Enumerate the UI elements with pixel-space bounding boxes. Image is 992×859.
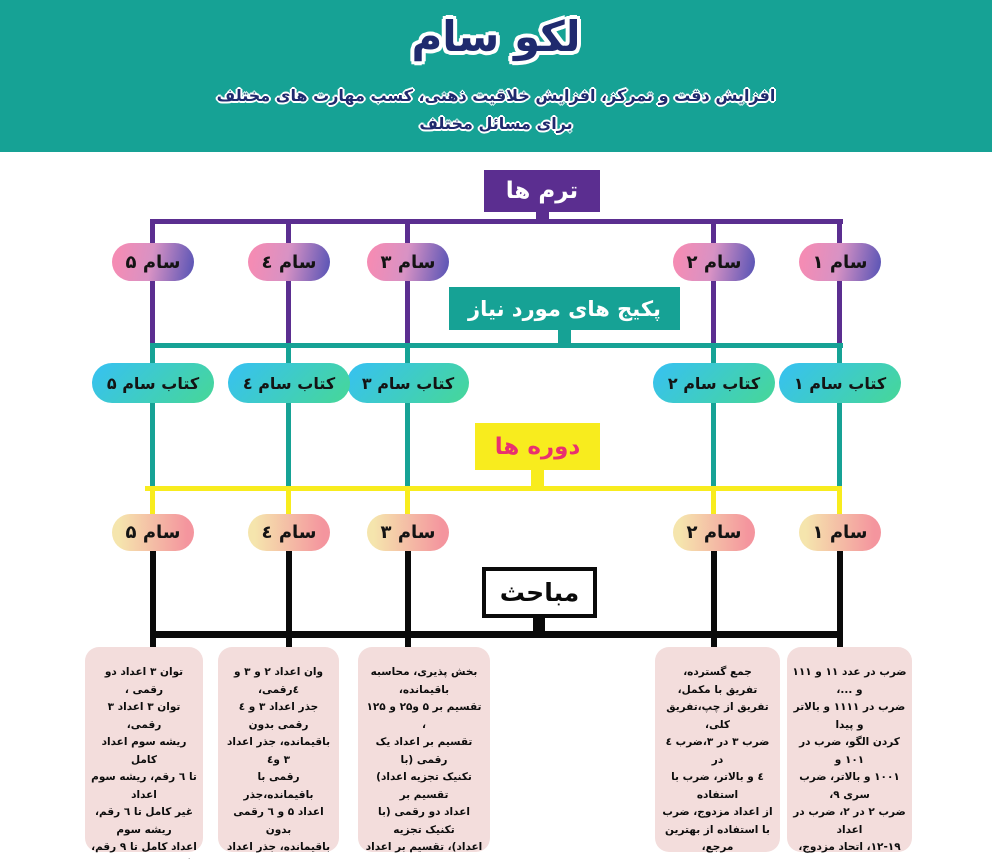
term-pill-sam4: سام ٤ bbox=[248, 243, 330, 281]
topic-card-sam4: وان اعداد ۲ و ۳ و ٤رقمی، جذر اعداد ۳ و ٤… bbox=[218, 647, 339, 859]
topics-section-label: مباحث bbox=[482, 567, 597, 618]
topic-card-sam4-text: وان اعداد ۲ و ۳ و ٤رقمی، جذر اعداد ۳ و ٤… bbox=[226, 666, 331, 859]
courses-branch-line-sam2 bbox=[711, 489, 716, 516]
terms-label-stub-line bbox=[536, 210, 549, 221]
terms-section-label: ترم ها bbox=[484, 170, 600, 212]
packages-branch-line-book1 bbox=[837, 346, 842, 490]
terms-branch-line-sam4 bbox=[286, 222, 291, 345]
book-pill-sam3: کتاب سام ۳ bbox=[347, 363, 469, 403]
topics-branch-line-sam1 bbox=[837, 551, 843, 652]
topics-branch-line-sam4 bbox=[286, 551, 292, 652]
courses-branch-line-sam1 bbox=[837, 489, 842, 516]
book-pill-sam4: کتاب سام ٤ bbox=[228, 363, 350, 403]
terms-branch-line-sam2 bbox=[711, 222, 716, 345]
courses-branch-line-sam5 bbox=[150, 489, 155, 516]
course-pill-sam5: سام ۵ bbox=[112, 514, 194, 551]
topic-card-sam2-text: جمع گسترده، تفریق با مکمل، تفریق از چپ،ت… bbox=[662, 666, 773, 859]
courses-label-stub-line bbox=[531, 469, 544, 488]
terms-branch-line-sam5 bbox=[150, 222, 155, 345]
page-title: لکو سام bbox=[411, 12, 581, 61]
course-pill-sam1: سام ۱ bbox=[799, 514, 881, 551]
topics-label-stub-line bbox=[533, 616, 545, 633]
term-pill-sam2: سام ۲ bbox=[673, 243, 755, 281]
topic-card-sam1: ضرب در عدد ۱۱ و ۱۱۱ و ...، ضرب در ۱۱۱۱ و… bbox=[787, 647, 912, 859]
header-banner: لکو سام افزایش دقت و تمرکز، افزایش خلاقی… bbox=[0, 0, 992, 152]
topics-branch-line-sam2 bbox=[711, 551, 717, 652]
topics-trunk-line bbox=[155, 631, 843, 638]
packages-section-label: پکیج های مورد نیاز bbox=[449, 287, 680, 330]
packages-branch-line-book3 bbox=[405, 346, 410, 490]
terms-branch-line-sam3 bbox=[405, 222, 410, 345]
course-pill-sam2: سام ۲ bbox=[673, 514, 755, 551]
book-pill-sam5: کتاب سام ۵ bbox=[92, 363, 214, 403]
courses-branch-line-sam4 bbox=[286, 489, 291, 516]
topic-card-sam5-text: توان ۳ اعداد دو رقمی ، توان ۳ اعداد ۳ رق… bbox=[91, 666, 197, 859]
course-pill-sam4: سام ٤ bbox=[248, 514, 330, 551]
courses-branch-line-sam3 bbox=[405, 489, 410, 516]
term-pill-sam3: سام ۳ bbox=[367, 243, 449, 281]
terms-trunk-line bbox=[150, 219, 843, 224]
packages-branch-line-book4 bbox=[286, 346, 291, 490]
topic-card-sam2: جمع گسترده، تفریق با مکمل، تفریق از چپ،ت… bbox=[655, 647, 780, 859]
packages-trunk-line bbox=[150, 343, 843, 348]
book-pill-sam1: کتاب سام ۱ bbox=[779, 363, 901, 403]
header-subtitle-line2: برای مسائل مختلف bbox=[419, 114, 573, 133]
courses-section-label: دوره ها bbox=[475, 423, 600, 470]
topics-branch-line-sam3 bbox=[405, 551, 411, 652]
topic-card-sam5: توان ۳ اعداد دو رقمی ، توان ۳ اعداد ۳ رق… bbox=[85, 647, 203, 859]
packages-branch-line-book2 bbox=[711, 346, 716, 490]
courses-trunk-line bbox=[145, 486, 842, 491]
topic-card-sam3-text: بخش پذیری، محاسبه باقیمانده، تقسیم بر ۵ … bbox=[365, 666, 483, 859]
packages-branch-line-book5 bbox=[150, 346, 155, 490]
course-pill-sam3: سام ۳ bbox=[367, 514, 449, 551]
book-pill-sam2: کتاب سام ۲ bbox=[653, 363, 775, 403]
term-pill-sam1: سام ۱ bbox=[799, 243, 881, 281]
topics-branch-line-sam5 bbox=[150, 551, 156, 652]
term-pill-sam5: سام ۵ bbox=[112, 243, 194, 281]
header-subtitle-line1: افزایش دقت و تمرکز، افزایش خلاقیت ذهنی، … bbox=[216, 86, 776, 105]
topic-card-sam3: بخش پذیری، محاسبه باقیمانده، تقسیم بر ۵ … bbox=[358, 647, 490, 859]
topic-card-sam1-text: ضرب در عدد ۱۱ و ۱۱۱ و ...، ضرب در ۱۱۱۱ و… bbox=[792, 666, 907, 859]
packages-label-stub-line bbox=[558, 329, 571, 345]
terms-branch-line-sam1 bbox=[837, 222, 842, 345]
